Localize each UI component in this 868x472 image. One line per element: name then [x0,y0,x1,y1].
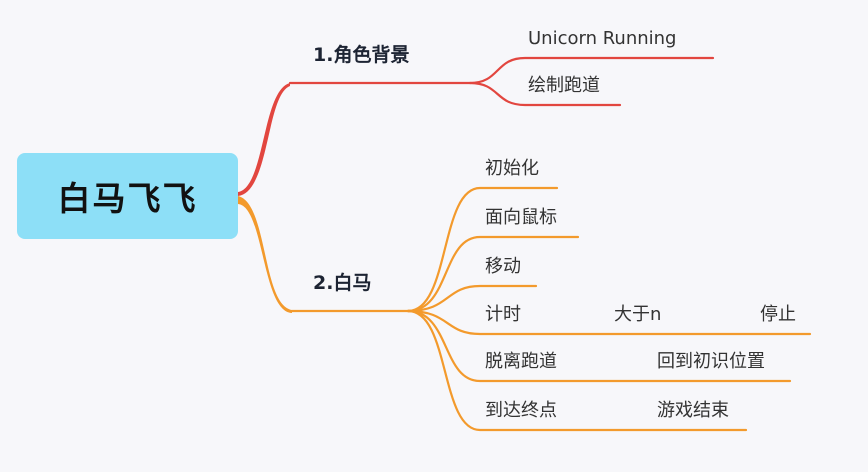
connector-branch-1-leaf-2 [468,81,622,107]
leaf-topic-timer[interactable]: 计时 [485,304,521,325]
connector-branch-2-leaf-3 [406,284,538,313]
leaf-topic-unicorn-running[interactable]: Unicorn Running [528,28,677,49]
connector-branch-2-leaf-2 [406,235,580,313]
leaf-topic-game-over[interactable]: 游戏结束 [657,400,729,421]
connector-branch-2-leaf-6 [406,309,748,432]
leaf-topic-reach-finish[interactable]: 到达终点 [485,400,557,421]
leaf-topic-return-start[interactable]: 回到初识位置 [657,351,765,372]
leaf-topic-greater-than-n[interactable]: 大于n [614,304,662,325]
leaf-topic-move[interactable]: 移动 [485,256,521,277]
connector-branch-2-leaf-5 [406,309,792,383]
connector-branch-1-leaf-1 [468,56,715,85]
branch-topic-2[interactable]: 2.白马 [313,272,372,294]
connector-branch-2-leaf-4 [406,309,812,336]
leaf-topic-initialize[interactable]: 初始化 [485,158,539,179]
leaf-topic-draw-track[interactable]: 绘制跑道 [528,75,600,96]
branch-topic-1[interactable]: 1.角色背景 [313,44,410,66]
root-topic[interactable]: 白马飞飞 [17,153,238,239]
connector-root-to-branch-1 [238,83,290,196]
leaf-topic-stop[interactable]: 停止 [760,304,796,325]
leaf-topic-off-track[interactable]: 脱离跑道 [485,351,557,372]
leaf-topic-face-mouse[interactable]: 面向鼠标 [485,207,557,228]
connector-branch-2-leaf-1 [406,186,559,313]
connector-root-to-branch-2 [238,196,292,313]
